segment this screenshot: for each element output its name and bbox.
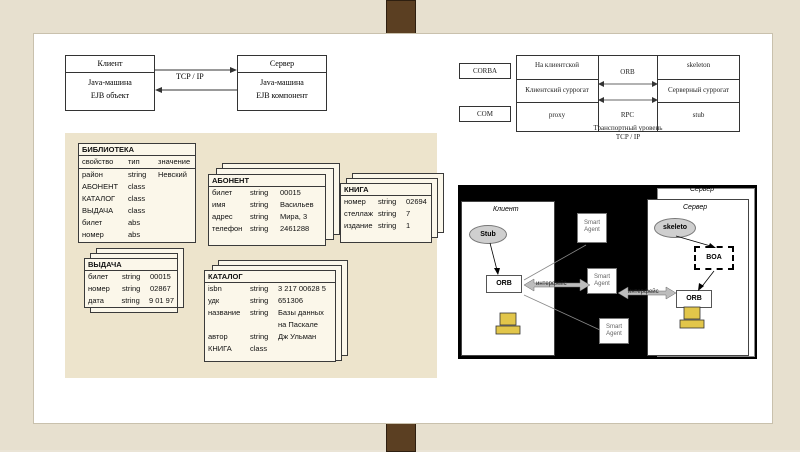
ejb-server-line2: EJB компонент xyxy=(256,91,308,100)
ejb-client-line1: Java-машина xyxy=(88,78,132,87)
top-pin-decoration xyxy=(386,0,416,36)
biblioteka-header-prop: свойство xyxy=(82,157,114,166)
cell-stub: stub xyxy=(692,111,705,119)
smart-agent-2: Smart Agent xyxy=(587,268,617,294)
orb-connections xyxy=(489,235,716,335)
ejb-client-line2: EJB объект xyxy=(90,91,130,100)
vydacha-title: ВЫДАЧА xyxy=(85,259,177,271)
cell-transport: Транспортный уровень TCP / IP xyxy=(593,124,663,141)
client-computer-icon xyxy=(500,313,520,335)
cell-server-surrogate: Серверный суррогат xyxy=(667,86,730,94)
rpc-arrows xyxy=(598,81,658,103)
biblioteka-header-row: свойство тип значение xyxy=(79,156,195,169)
interface-label-left: интерфейс xyxy=(536,281,567,287)
smart-agent-3: Smart Agent xyxy=(599,318,629,344)
ejb-arrows xyxy=(155,67,237,93)
kniga-title: КНИГА xyxy=(341,184,431,196)
table-divider-1 xyxy=(598,55,599,132)
ejb-server-line1: Java-машина xyxy=(260,78,304,87)
cell-client-top: На клиентской xyxy=(535,61,579,69)
ejb-client-title: Клиент xyxy=(66,56,154,73)
corba-label: CORBA xyxy=(459,63,511,79)
skeleton-node: skeleto xyxy=(654,218,696,238)
smart-agent-1: Smart Agent xyxy=(577,213,607,243)
interface-label-right: интерфейс xyxy=(628,289,659,295)
com-label: COM xyxy=(459,106,511,122)
ejb-server-title: Сервер xyxy=(238,56,326,73)
table-hline-2a xyxy=(516,102,598,103)
ejb-server-box: Сервер Java-машина EJB компонент xyxy=(237,55,327,111)
biblioteka-header-value: значение xyxy=(158,157,191,166)
ejb-client-box: Клиент Java-машина EJB объект xyxy=(65,55,155,111)
cell-skeleton: skeleton xyxy=(686,61,711,69)
server-computer-icon xyxy=(684,307,704,329)
table-row: на Паскале xyxy=(278,320,318,329)
cell-orb: ORB xyxy=(620,68,635,76)
orb-client-node: ORB xyxy=(486,275,522,293)
client-title: Клиент xyxy=(493,206,519,213)
corba-com-table xyxy=(516,55,740,132)
biblioteka-title: БИБЛИОТЕКА xyxy=(79,144,195,156)
biblioteka-header-type: тип xyxy=(128,157,140,166)
table-divider-2 xyxy=(657,55,658,132)
table-hline-1b xyxy=(657,79,740,80)
ejb-protocol-label: TCP / IP xyxy=(176,72,204,81)
cell-rpc: RPC xyxy=(620,111,635,119)
katalog-title: КАТАЛОГ xyxy=(205,271,335,283)
abonent-title: АБОНЕНТ xyxy=(209,175,325,187)
server-outer-title: Сервер xyxy=(690,186,715,193)
server-title: Сервер xyxy=(683,204,708,211)
cell-client-bottom: proxy xyxy=(548,111,566,119)
cell-client-mid: Клиентский суррогат xyxy=(525,86,589,94)
stub-node: Stub xyxy=(469,225,507,244)
table-hline-1a xyxy=(516,79,598,80)
table-hline-2b xyxy=(657,102,740,103)
